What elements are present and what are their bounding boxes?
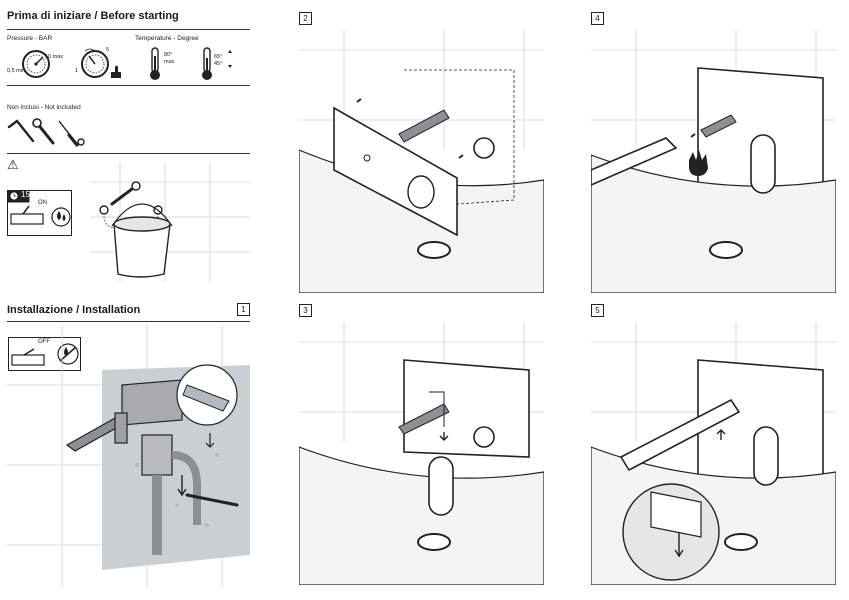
step-5-badge: 5 [591,304,604,317]
timer-valve-panel [7,190,72,236]
valve-on-label: ON [38,200,47,206]
divider [7,153,250,154]
pressure-max-label: 10 max [45,54,64,60]
pressure-gauge-icon [22,50,50,78]
thermometer-range-icon [202,47,232,80]
step-2-illustration [299,30,544,293]
thermometer-icon [150,47,160,80]
temp-range-low: 45° [214,61,223,67]
temp-max-label: 80° [164,52,173,58]
installation-illustration [7,325,250,587]
step-4-illustration [591,30,836,293]
step-4-badge: 4 [591,12,604,25]
divider [7,321,250,322]
gauge2-right-label: 5 [106,47,110,53]
step-5-illustration [591,322,836,585]
step-3-badge: 3 [299,304,312,317]
before-starting-title: Prima di iniziare / Before starting [7,10,179,22]
timer-value: 15' [21,190,32,199]
not-included-label: Non inclusi - Not included [7,104,81,111]
pressure-ok-gauge-icon [81,48,121,78]
step-2-badge: 2 [299,12,312,25]
warning-icon: ⚠ [7,157,19,172]
flushing-scene-illustration [90,162,250,282]
step-3-illustration [299,322,544,585]
temperature-label: Temperature - Degree [135,35,199,42]
valve-off-panel [8,337,81,371]
valve-off-label: OFF [38,339,50,345]
divider [7,29,250,30]
divider [7,85,250,86]
installation-title: Installazione / Installation [7,304,141,316]
step-1-badge: 1 [237,303,250,316]
pressure-label: Pressure - BAR [7,35,53,42]
tools-icon [7,118,85,147]
gauge2-left-label: 1 [75,68,79,74]
temp-range-high: 65° [214,54,223,60]
temp-max-unit: max [164,59,175,65]
pressure-min-label: 0,5 min [7,68,26,74]
